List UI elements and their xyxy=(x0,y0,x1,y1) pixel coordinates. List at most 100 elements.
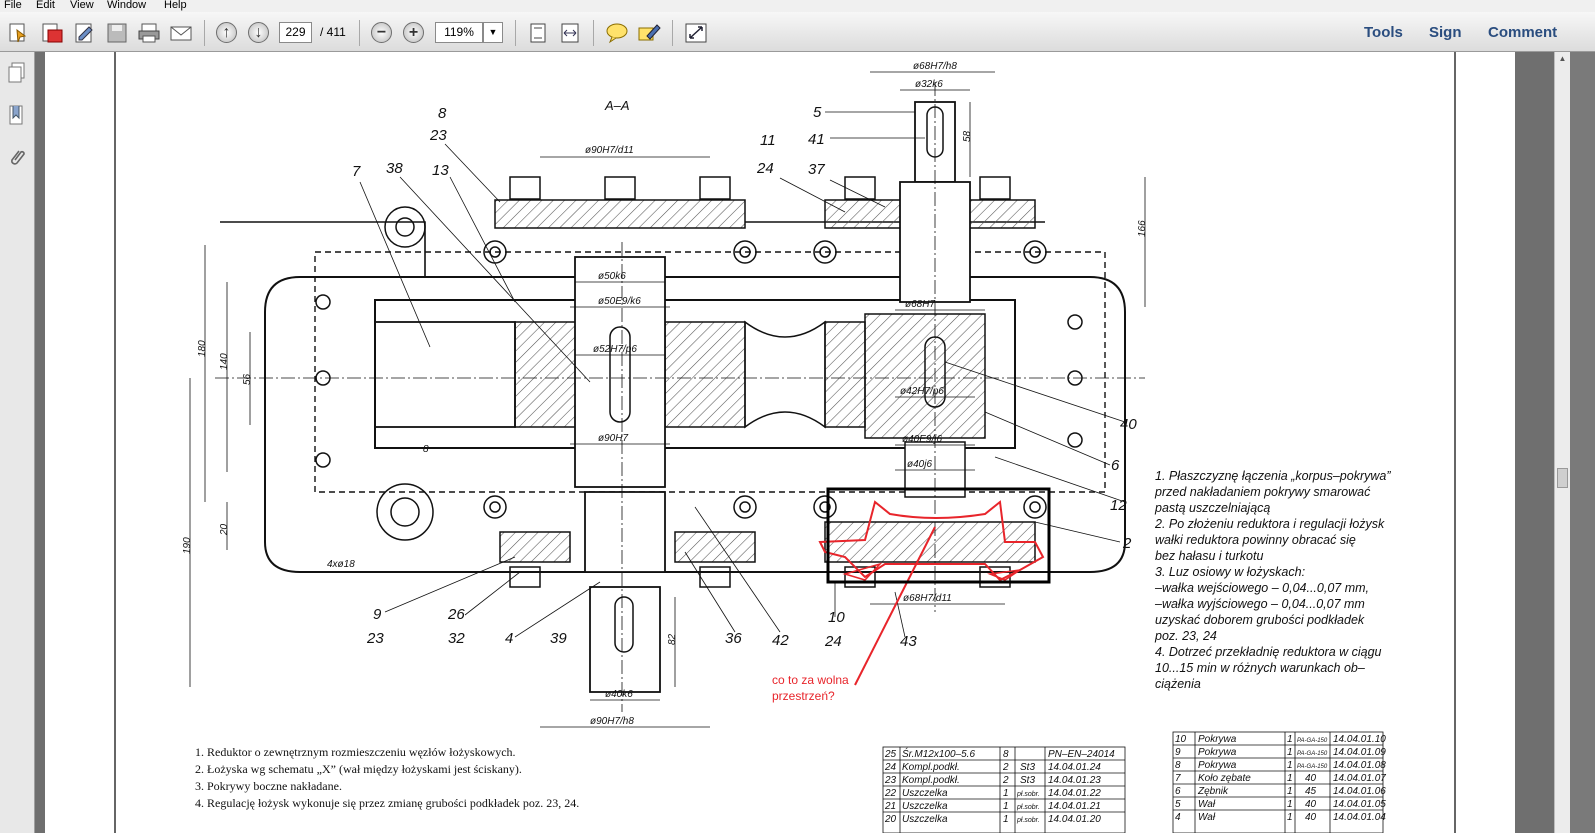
annotation-line-2: przestrzeń? xyxy=(772,689,835,703)
comment-button[interactable]: Comment xyxy=(1488,24,1558,41)
section-title: A–A xyxy=(604,98,630,113)
bom-cell: PA-GA-150 xyxy=(1297,738,1328,744)
bom-cell: 1 xyxy=(1287,747,1293,758)
tools-button[interactable]: Tools xyxy=(1364,24,1403,41)
bom-cell: 21 xyxy=(884,801,896,812)
dim-20: 20 xyxy=(219,523,230,536)
bom-cell: Zębnik xyxy=(1197,786,1229,797)
toolbar-separator xyxy=(515,20,516,46)
callout-4: 4 xyxy=(505,630,513,647)
zoom-dropdown[interactable]: ▼ xyxy=(483,22,503,43)
callout-37: 37 xyxy=(808,161,825,178)
note-right-line: –wałka wyjściowego – 0,04...0,07 mm xyxy=(1154,597,1365,611)
bom-cell: 14.04.01.10 xyxy=(1333,734,1386,745)
annotation-line-1: co to za wolna xyxy=(772,673,849,687)
bom-cell: 1 xyxy=(1287,773,1293,784)
bom-cell: Śr.M12x100–5.6 xyxy=(902,747,975,760)
pdf-page[interactable]: A–A ø68H7/h8 ø32k6 ø90H7/d11 ø50k6 ø50E9… xyxy=(45,52,1515,833)
note-right-line: wałki reduktora powinny obracać się xyxy=(1155,533,1356,547)
bom-cell: Pokrywa xyxy=(1198,747,1237,758)
dim-8: 8 xyxy=(423,444,429,455)
note-right-line: 3. Luz osiowy w łożyskach: xyxy=(1155,565,1305,579)
menu-bar: File Edit View Window Help xyxy=(0,0,1595,12)
note-bottom-line: 1. Reduktor o zewnętrznym rozmieszczeniu… xyxy=(195,745,516,759)
next-page-icon[interactable]: ↓ xyxy=(248,22,269,43)
menu-view[interactable]: View xyxy=(70,0,94,11)
print-icon[interactable] xyxy=(137,22,161,44)
pages-icon[interactable] xyxy=(7,62,27,84)
callout-40: 40 xyxy=(1120,416,1137,433)
bom-cell: 14.04.01.07 xyxy=(1333,773,1386,784)
callout-23b: 23 xyxy=(366,630,384,647)
prev-page-icon[interactable]: ↑ xyxy=(216,22,237,43)
highlight-icon[interactable] xyxy=(637,22,661,44)
menu-help[interactable]: Help xyxy=(164,0,187,11)
zoom-input[interactable]: 119% xyxy=(435,22,483,43)
callout-24b: 24 xyxy=(824,633,842,650)
zoom-in-icon[interactable]: + xyxy=(403,22,424,43)
bom-cell: 6 xyxy=(1175,786,1181,797)
bom-cell: 1 xyxy=(1287,760,1293,771)
attachments-icon[interactable] xyxy=(7,147,27,169)
bom-cell: Pokrywa xyxy=(1198,760,1237,771)
save-icon[interactable] xyxy=(105,22,129,44)
toolbar-separator xyxy=(204,20,205,46)
bom-cell: Pokrywa xyxy=(1198,734,1237,745)
menu-file[interactable]: File xyxy=(4,0,22,11)
bom-cell: 40 xyxy=(1305,812,1317,823)
bom-cell: Wał xyxy=(1198,812,1216,823)
menu-window[interactable]: Window xyxy=(107,0,147,11)
chevron-down-icon: ▼ xyxy=(488,27,498,37)
note-bottom-line: 4. Regulację łożysk wykonuje się przez z… xyxy=(195,796,579,810)
edit-icon[interactable] xyxy=(73,22,97,44)
scroll-up-icon[interactable]: ▲ xyxy=(1558,54,1567,63)
callout-5: 5 xyxy=(813,104,822,121)
note-bottom-line: 3. Pokrywy boczne nakładane. xyxy=(195,779,342,793)
note-right-line: pastą uszczelniającą xyxy=(1154,501,1270,515)
fit-page-icon[interactable] xyxy=(526,22,550,44)
bom-cell: 23 xyxy=(884,775,897,786)
note-right-line: uzyskać doborem grubości podkładek xyxy=(1155,613,1365,627)
zoom-out-icon[interactable]: − xyxy=(371,22,392,43)
callout-36: 36 xyxy=(725,630,742,647)
bom-cell: 24 xyxy=(884,762,897,773)
dim-d68h7d11: ø68H7/d11 xyxy=(903,593,952,604)
callout-13: 13 xyxy=(432,162,449,179)
bookmarks-icon[interactable] xyxy=(7,105,27,127)
sign-button[interactable]: Sign xyxy=(1429,24,1462,41)
fullscreen-icon[interactable] xyxy=(684,22,708,44)
dim-d90h7h8: ø90H7/h8 xyxy=(590,716,634,727)
callout-7: 7 xyxy=(352,163,361,180)
callout-26: 26 xyxy=(447,606,465,623)
note-right-line: ciążenia xyxy=(1155,677,1201,691)
comment-bubble-icon[interactable] xyxy=(605,22,629,44)
dim-d40j6: ø40j6 xyxy=(907,459,932,470)
page-number-input[interactable]: 229 xyxy=(279,22,312,43)
vertical-scrollbar[interactable]: ▲ xyxy=(1554,52,1570,833)
menu-edit[interactable]: Edit xyxy=(36,0,55,11)
bom-cell: 5 xyxy=(1175,799,1181,810)
create-pdf-icon[interactable] xyxy=(7,22,31,44)
bom-cell: 7 xyxy=(1175,773,1181,784)
bom-cell: Uszczelka xyxy=(902,814,948,825)
bom-cell: 1 xyxy=(1287,812,1293,823)
dim-d50k6: ø50k6 xyxy=(598,271,626,282)
note-right-line: bez hałasu i turkotu xyxy=(1155,549,1263,563)
scrollbar-thumb[interactable] xyxy=(1557,468,1568,488)
combine-pdf-icon[interactable] xyxy=(40,22,64,44)
note-right-line: przed nakładaniem pokrywy smarować xyxy=(1154,485,1371,499)
bom-cell: Uszczelka xyxy=(902,801,948,812)
bom-cell: 14.04.01.23 xyxy=(1048,775,1101,786)
bom-cell: pł.sobr. xyxy=(1016,791,1040,798)
bom-cell: 1 xyxy=(1003,814,1009,825)
callout-11: 11 xyxy=(760,132,776,149)
fit-width-icon[interactable] xyxy=(558,22,582,44)
callout-2: 2 xyxy=(1122,535,1132,552)
email-icon[interactable] xyxy=(169,22,193,44)
bom-cell: 14.04.01.08 xyxy=(1333,760,1386,771)
callout-41: 41 xyxy=(808,131,825,148)
bom-cell: PN–EN–24014 xyxy=(1048,749,1115,760)
callout-12: 12 xyxy=(1110,497,1127,514)
dim-d50e9k6: ø50E9/k6 xyxy=(598,296,641,307)
dim-56: 56 xyxy=(242,373,253,385)
